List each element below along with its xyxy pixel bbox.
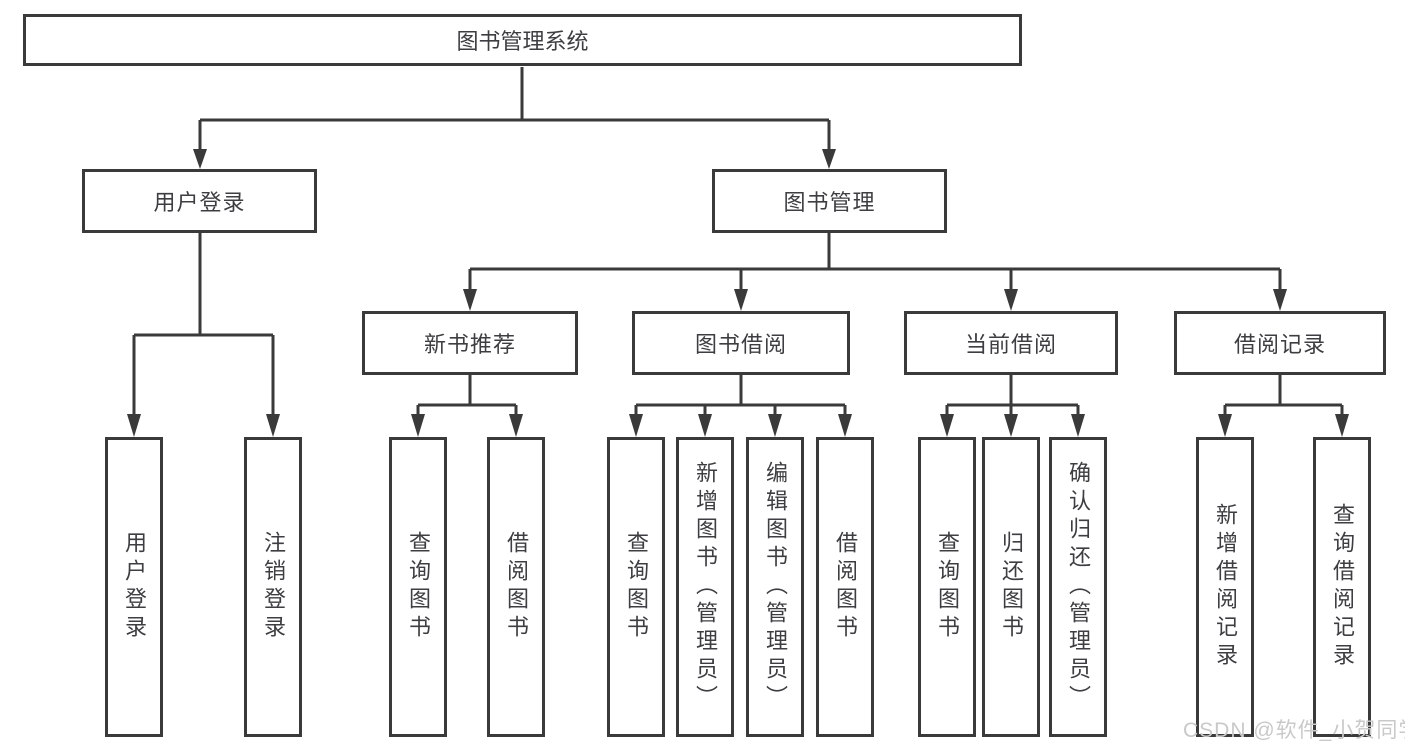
- branch-current-borrow: [940, 375, 1085, 437]
- leaf-add-borrow-record: 新增借阅记录: [1196, 437, 1254, 737]
- csdn-watermark: CSDN @软件_小贺同学: [1183, 719, 1405, 742]
- branch-new-book: [411, 375, 523, 437]
- leaf-logout: 注销登录: [244, 437, 302, 737]
- leaf-borrow-book-recommend: 借阅图书: [487, 437, 545, 737]
- branch-borrow-record: [1218, 375, 1349, 437]
- node-current-borrow: 当前借阅: [904, 311, 1118, 375]
- leaf-query-book-recommend: 查询图书: [389, 437, 447, 737]
- leaf-query-book-borrow: 查询图书: [607, 437, 665, 737]
- branch-user-login: [127, 233, 280, 437]
- node-book-management: 图书管理: [712, 169, 947, 233]
- leaf-borrow-book: 借阅图书: [816, 437, 874, 737]
- branch-book-borrow: [629, 375, 852, 437]
- node-user-login: 用户登录: [82, 169, 317, 233]
- leaf-add-book-admin: 新增图书（管理员）: [676, 437, 734, 737]
- leaf-confirm-return-admin: 确认归还（管理员）: [1049, 437, 1107, 737]
- leaf-query-book-current: 查询图书: [918, 437, 976, 737]
- leaf-edit-book-admin: 编辑图书（管理员）: [746, 437, 804, 737]
- leaf-query-borrow-record: 查询借阅记录: [1313, 437, 1371, 737]
- branch-root: [193, 67, 836, 169]
- leaf-return-book: 归还图书: [982, 437, 1040, 737]
- node-new-book-recommend: 新书推荐: [362, 311, 578, 375]
- node-root-library-system: 图书管理系统: [23, 14, 1022, 66]
- node-book-borrow: 图书借阅: [632, 311, 850, 375]
- node-borrow-record: 借阅记录: [1174, 311, 1386, 375]
- branch-book-management: [463, 233, 1287, 311]
- leaf-user-login: 用户登录: [105, 437, 163, 737]
